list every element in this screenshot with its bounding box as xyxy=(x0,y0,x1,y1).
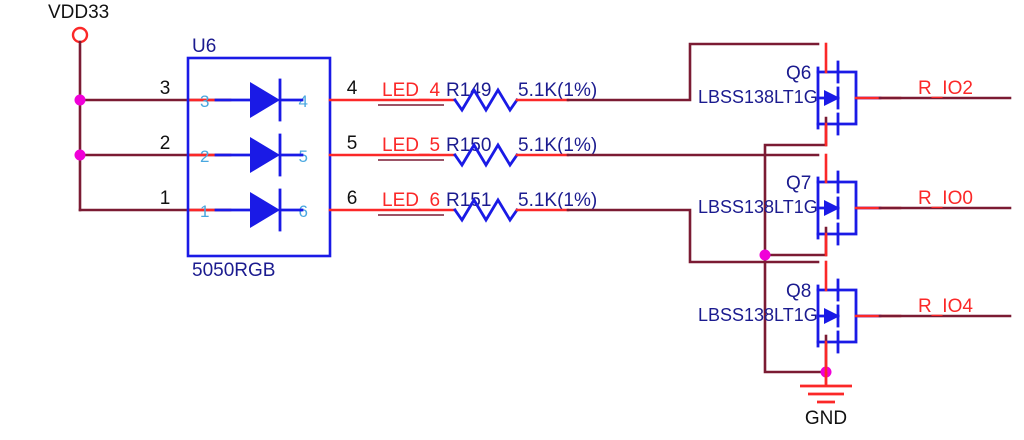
u6-pin-number-4-outer: 4 xyxy=(347,78,358,99)
led-diode-icon xyxy=(214,188,304,232)
nmos-fet-icon xyxy=(816,278,882,354)
vdd33-label: VDD33 xyxy=(48,2,109,23)
row-led4-branch: LED_4 R149 5.1K(1%) xyxy=(328,42,820,113)
u6-value: 5050RGB xyxy=(192,260,275,281)
net-label-led6: LED_6 xyxy=(382,190,440,211)
component-r149[interactable]: R149 5.1K(1%) xyxy=(446,80,597,113)
component-r150[interactable]: R150 5.1K(1%) xyxy=(446,135,597,168)
gnd-label: GND xyxy=(805,408,847,429)
wire-r151-to-q8-gate xyxy=(566,208,820,264)
power-circle-icon xyxy=(71,26,89,44)
r151-designator: R151 xyxy=(446,190,491,211)
r151-value: 5.1K(1%) xyxy=(518,190,597,211)
q7-designator: Q7 xyxy=(786,173,811,194)
u6-designator: U6 xyxy=(192,36,216,57)
junction-dot xyxy=(74,149,86,161)
q7-part-number: LBSS138LT1G xyxy=(698,197,818,217)
q8-part-number: LBSS138LT1G xyxy=(698,305,818,325)
u6-pin-number-1-outer: 1 xyxy=(160,188,171,209)
r149-designator: R149 xyxy=(446,80,491,101)
resistor-icon xyxy=(453,197,519,223)
q6-designator: Q6 xyxy=(786,63,811,84)
u6-pin-number-3-outer: 3 xyxy=(160,78,171,99)
u6-pin-number-4-inner: 4 xyxy=(299,92,308,111)
resistor-icon xyxy=(453,142,519,168)
vdd33-port[interactable]: VDD33 xyxy=(48,2,109,212)
u6-pin-number-5-inner: 5 xyxy=(299,147,308,166)
u6-pin-number-6-inner: 6 xyxy=(299,202,308,221)
source-bus-wires xyxy=(759,116,832,378)
gnd-port[interactable]: GND xyxy=(800,372,852,429)
component-q8-mosfet[interactable]: Q8 LBSS138LT1G R_IO4 xyxy=(698,260,1012,374)
u6-pin-number-2-inner: 2 xyxy=(200,147,209,166)
net-label-led5: LED_5 xyxy=(382,135,440,156)
led-diode-icon xyxy=(214,133,304,177)
component-r151[interactable]: R151 5.1K(1%) xyxy=(446,190,597,223)
u6-pin-number-1-inner: 1 xyxy=(200,202,209,221)
r150-designator: R150 xyxy=(446,135,491,156)
u6-pin-number-2-outer: 2 xyxy=(160,133,171,154)
u6-pin-number-3-inner: 3 xyxy=(200,92,209,111)
net-label-rio2: R_IO2 xyxy=(918,78,973,99)
q8-designator: Q8 xyxy=(786,281,811,302)
row-led5-branch: LED_5 R150 5.1K(1%) xyxy=(328,135,820,168)
component-u6-led-array[interactable]: U6 5050RGB 3 2 1 4 5 6 3 2 1 4 5 6 xyxy=(160,36,358,281)
led-diode-icon xyxy=(214,78,304,122)
net-label-rio4: R_IO4 xyxy=(918,296,973,317)
u6-pin-number-5-outer: 5 xyxy=(347,133,358,154)
junction-dot xyxy=(759,249,771,261)
wire-r149-to-q6-gate xyxy=(566,42,820,102)
ground-icon xyxy=(800,384,852,404)
component-q6-mosfet[interactable]: Q6 LBSS138LT1G R_IO2 xyxy=(698,42,1012,147)
net-label-led4: LED_4 xyxy=(382,80,441,101)
r149-value: 5.1K(1%) xyxy=(518,80,597,101)
junction-dot xyxy=(74,94,86,106)
net-label-rio0: R_IO0 xyxy=(918,188,973,209)
u6-body-outline xyxy=(186,56,332,258)
component-q7-mosfet[interactable]: Q7 LBSS138LT1G R_IO0 xyxy=(698,153,1012,257)
q6-part-number: LBSS138LT1G xyxy=(698,87,818,107)
r150-value: 5.1K(1%) xyxy=(518,135,597,156)
u6-pin-number-6-outer: 6 xyxy=(347,188,358,209)
resistor-icon xyxy=(453,87,519,113)
row-led6-branch: LED_6 R151 5.1K(1%) xyxy=(328,190,820,264)
